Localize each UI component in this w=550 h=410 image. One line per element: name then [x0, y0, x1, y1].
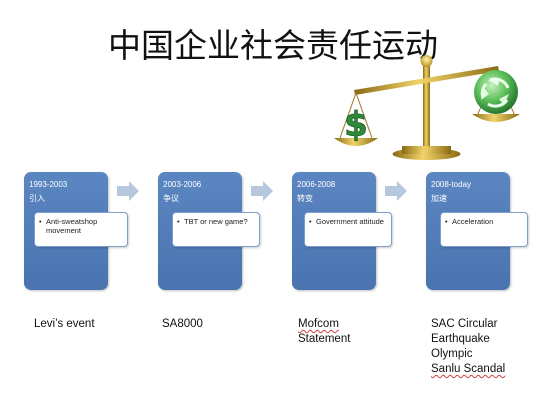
stage-years: 1993-2003	[29, 180, 68, 189]
bullet-item: • Anti-sweatshop movement	[39, 217, 124, 235]
scale-post	[423, 64, 430, 150]
dollar-icon: $	[344, 105, 368, 145]
scale-top-orb	[420, 55, 433, 67]
chevron-right-icon	[117, 181, 139, 201]
bullet-text: Anti-sweatshop movement	[46, 217, 98, 235]
bullet-text: TBT or new game?	[184, 217, 248, 226]
chevron-right-icon	[251, 181, 273, 201]
bullet-text: Government attitude	[316, 217, 384, 226]
stage-caption-2: SA8000	[162, 317, 203, 332]
caption-line: SA8000	[162, 318, 203, 330]
bullet-icon: •	[177, 217, 180, 226]
caption-line: Levi’s event	[34, 318, 95, 330]
stage-cn-label: 争议	[163, 194, 179, 203]
slide-title: 中国企业社会责任运动	[108, 26, 438, 65]
caption-line: Statement	[298, 333, 351, 345]
bullet-icon: •	[445, 217, 448, 226]
scale-left-pan	[334, 138, 378, 146]
recycle-globe-icon	[474, 70, 518, 114]
balance-scale-icon: $	[334, 55, 520, 160]
caption-line: Olympic	[431, 348, 473, 360]
stage-caption-3: Mofcom Statement	[298, 317, 350, 347]
chevron-right-icon	[385, 181, 407, 201]
stage-years: 2003-2006	[163, 180, 202, 189]
bullet-text: Acceleration	[452, 217, 494, 226]
stage-cn-label: 转变	[297, 194, 313, 203]
bullet-item: • Government attitude	[309, 217, 388, 226]
caption-line: Mofcom	[298, 318, 339, 330]
scale-foot	[402, 146, 451, 154]
scale-beam	[354, 66, 499, 95]
bullet-icon: •	[39, 217, 42, 226]
caption-line: SAC Circular	[431, 318, 498, 330]
bullet-icon: •	[309, 217, 312, 226]
stage-cn-label: 加速	[431, 194, 447, 203]
bullet-item: • Acceleration	[445, 217, 524, 226]
stage-card: • Anti-sweatshop movement	[34, 212, 128, 247]
stage-years: 2006-2008	[297, 180, 336, 189]
stage-caption-1: Levi’s event	[34, 317, 95, 332]
stage-cn-label: 引入	[29, 194, 45, 203]
stage-caption-4: SAC Circular Earthquake Olympic Sanlu Sc…	[431, 317, 505, 377]
stage-card: • Government attitude	[304, 212, 392, 247]
caption-line: Sanlu Scandal	[431, 363, 506, 375]
caption-line: Earthquake	[431, 333, 490, 345]
stage-card: • TBT or new game?	[172, 212, 260, 247]
bullet-item: • TBT or new game?	[177, 217, 256, 226]
stage-years: 2008-today	[431, 180, 472, 189]
stage-card: • Acceleration	[440, 212, 528, 247]
scale-right-pan	[472, 114, 520, 122]
